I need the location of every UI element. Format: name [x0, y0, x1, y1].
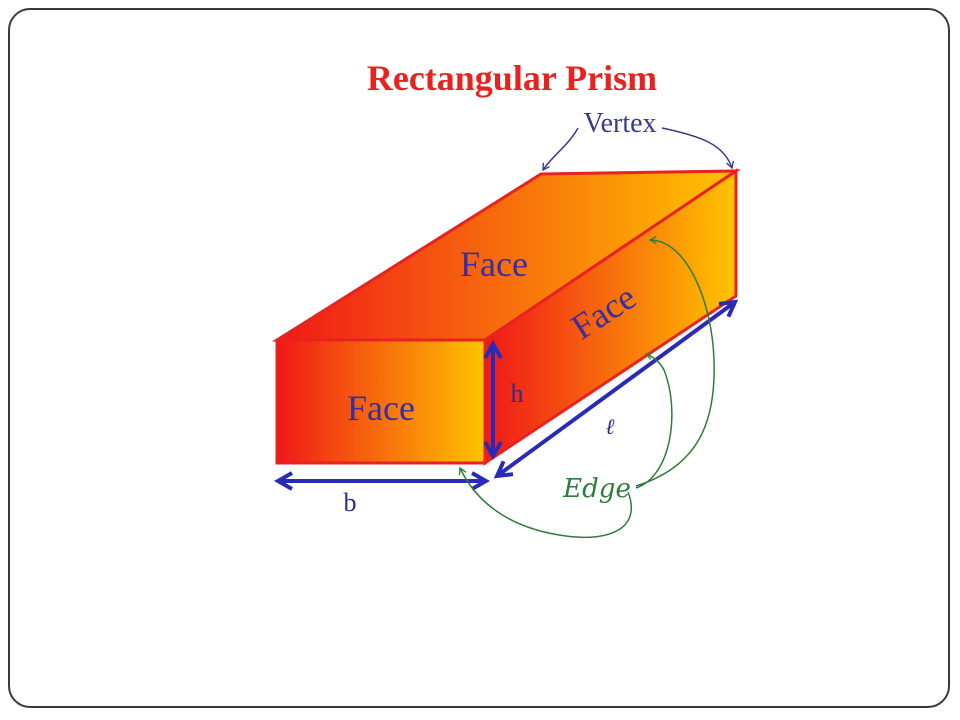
- length-arrow: [493, 299, 739, 479]
- vertex-label: Vertex: [583, 108, 656, 139]
- diagram-title: Rectangular Prism: [367, 58, 657, 98]
- edge-pointer-middle: [635, 351, 673, 489]
- front-face-label: Face: [347, 388, 415, 428]
- vertex-pointer-left: [542, 127, 579, 172]
- edge-pointer-top: [635, 235, 715, 487]
- length-label: ℓ: [605, 415, 615, 440]
- front-face: [275, 338, 487, 465]
- edge-pointer-bottom: [458, 466, 633, 539]
- edge-label: Edge: [562, 474, 631, 504]
- breadth-label: b: [344, 488, 357, 517]
- top-face-label: Face: [460, 244, 528, 284]
- vertex-pointer-right: [661, 127, 735, 170]
- height-label: h: [511, 379, 524, 408]
